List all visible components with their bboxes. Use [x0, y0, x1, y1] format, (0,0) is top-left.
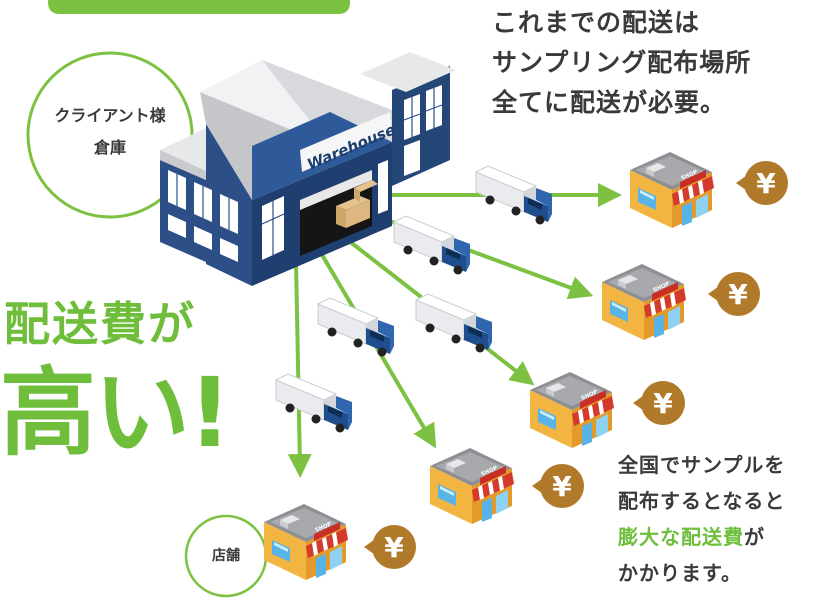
client-warehouse-label-line-1: クライアント様 — [54, 106, 166, 125]
note-line-3: 膨大な配送費が — [618, 520, 765, 554]
headline-line-3: 全てに配送が必要。 — [492, 88, 727, 117]
note-line-1: 全国でサンプルを — [618, 453, 786, 477]
note-highlight: 膨大な配送費 — [618, 525, 744, 549]
warehouse-building — [160, 52, 456, 286]
shop-1 — [626, 152, 714, 228]
truck-4 — [317, 297, 395, 357]
big-message-line-1: 配送費が — [4, 297, 196, 351]
header-tab-shape — [48, 0, 350, 14]
note-line-3-rest: が — [744, 525, 765, 549]
truck-2 — [393, 215, 471, 275]
shop-4 — [426, 448, 514, 524]
shop-2 — [598, 264, 686, 340]
note-line-2: 配布するとなると — [618, 489, 786, 513]
headline-line-2: サンプリング配布場所 — [492, 48, 752, 77]
yen-symbol-5: ¥ — [384, 531, 404, 564]
shop-5 — [260, 504, 348, 580]
client-warehouse-label-line-2: 倉庫 — [93, 138, 126, 157]
shop-3 — [526, 372, 614, 448]
note-line-4: かかります。 — [618, 561, 742, 585]
arrow-to-shop-5 — [287, 261, 312, 478]
store-label: 店舗 — [212, 548, 240, 564]
truck-3 — [415, 293, 493, 353]
yen-symbol-1: ¥ — [756, 167, 776, 200]
truck-1 — [475, 165, 553, 225]
headline-line-1: これまでの配送は — [492, 8, 701, 37]
big-message-line-2: 高い! — [0, 357, 232, 469]
yen-symbol-3: ¥ — [653, 387, 673, 420]
warehouse-sign-board — [300, 112, 392, 172]
yen-symbol-4: ¥ — [552, 470, 572, 503]
truck-5 — [275, 373, 353, 433]
arrow-to-shop-2 — [359, 208, 594, 300]
yen-symbol-2: ¥ — [728, 278, 748, 311]
